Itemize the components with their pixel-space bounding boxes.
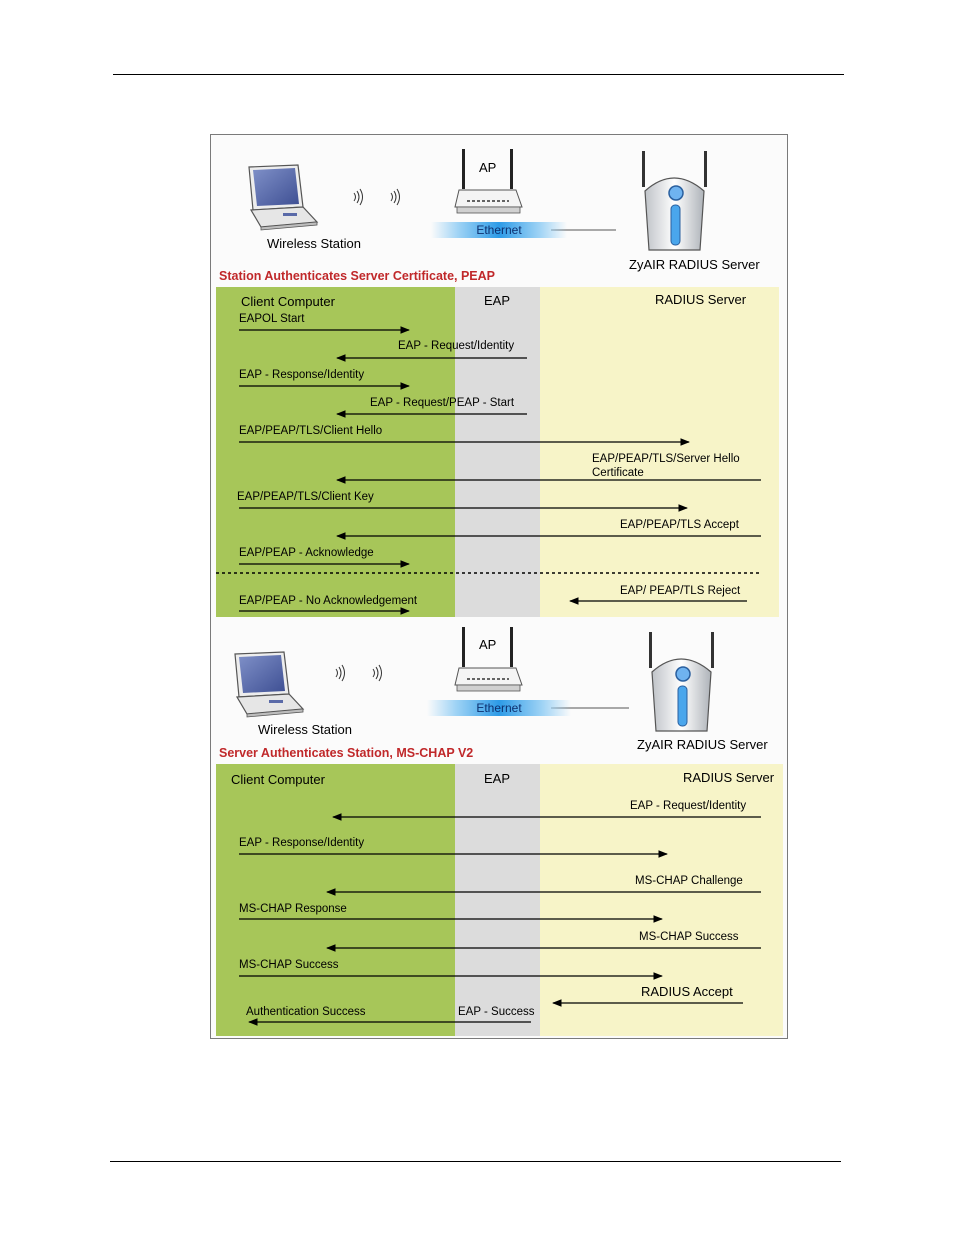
message-label: EAP - Request/Identity (630, 800, 747, 812)
column-header-radius: RADIUS Server (683, 770, 775, 785)
wifi-signal-icon (353, 188, 400, 206)
column-header-eap: EAP (484, 771, 511, 786)
message-label: MS-CHAP Success (239, 959, 339, 971)
section-title-mschap: Server Authenticates Station, MS-CHAP V2 (219, 746, 474, 760)
section-title-peap: Station Authenticates Server Certificate… (219, 269, 496, 283)
client-column-bg (216, 764, 455, 1036)
message-label: MS-CHAP Response (239, 903, 347, 915)
message-label: RADIUS Accept (641, 984, 733, 999)
ap-label: AP (479, 160, 497, 175)
message-label: EAP/ PEAP/TLS Reject (620, 585, 741, 597)
message-label: Authentication Success (246, 1006, 366, 1018)
message-label: EAP - Response/Identity (239, 837, 365, 849)
eap-column-bg (455, 287, 540, 617)
column-header-eap: EAP (484, 293, 511, 308)
access-point-icon (454, 149, 523, 214)
eap-authentication-figure: Wireless Station AP Ethernet ZyAIR RADIU… (210, 134, 788, 1039)
radius-column-bg (540, 764, 783, 1036)
ethernet-label: Ethernet (431, 222, 567, 238)
column-header-radius: RADIUS Server (655, 292, 747, 307)
radius-server-label: ZyAIR RADIUS Server (637, 737, 768, 752)
message-label: EAP/PEAP - No Acknowledgement (239, 595, 418, 607)
message-label: Certificate (592, 467, 644, 479)
diagram-canvas (216, 149, 783, 1036)
column-header-client: Client Computer (241, 294, 335, 309)
eap-column-bg (455, 764, 540, 1036)
wireless-station-label: Wireless Station (258, 722, 352, 737)
message-label: EAP/PEAP - Acknowledge (239, 547, 374, 559)
column-header-client: Client Computer (231, 772, 325, 787)
laptop-icon (248, 164, 319, 231)
laptop-icon (234, 651, 305, 718)
wifi-signal-icon (335, 664, 382, 682)
message-label: EAP - Response/Identity (239, 369, 365, 381)
wireless-station-label: Wireless Station (267, 236, 361, 251)
header-rule (113, 74, 844, 75)
peap-message-arrows (239, 326, 761, 615)
message-label: EAP/PEAP/TLS/Client Hello (239, 425, 383, 437)
radius-column-bg (540, 287, 779, 617)
ap-label: AP (479, 637, 497, 652)
message-label: EAP - Request/PEAP - Start (370, 397, 515, 409)
mschap-message-arrows (239, 813, 761, 1026)
message-label: MS-CHAP Success (639, 931, 739, 943)
message-label: MS-CHAP Challenge (635, 875, 743, 887)
footer-rule (110, 1161, 841, 1162)
message-label: EAP - Success (458, 1006, 535, 1018)
message-label: EAPOL Start (239, 313, 305, 325)
message-label: EAP/PEAP/TLS/Client Key (237, 491, 374, 503)
radius-server-label: ZyAIR RADIUS Server (629, 257, 760, 272)
access-point-icon (454, 627, 523, 692)
ethernet-label: Ethernet (427, 700, 571, 716)
client-column-bg (216, 287, 455, 617)
message-label: EAP/PEAP/TLS Accept (620, 519, 739, 531)
message-label: EAP - Request/Identity (398, 340, 515, 352)
message-label: EAP/PEAP/TLS/Server Hello (592, 453, 740, 465)
radius-server-icon (642, 151, 707, 251)
radius-server-icon (649, 632, 714, 732)
